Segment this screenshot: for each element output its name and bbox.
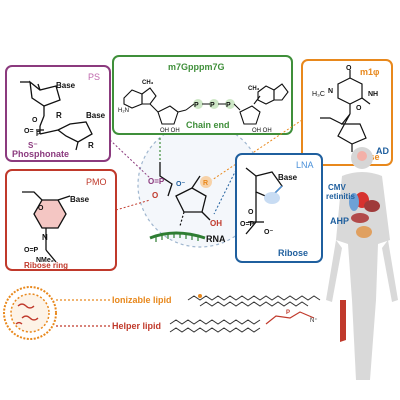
ps-panel: PS Base R O P O= S⁻ Base R Phosphonate <box>5 65 111 162</box>
pmo-n: N <box>42 233 48 242</box>
ps-sugar-bottom <box>56 121 93 151</box>
lnp-helper-label: Helper lipid <box>112 321 161 331</box>
svg-text:O=: O= <box>24 128 34 135</box>
svg-text:P: P <box>286 310 290 316</box>
svg-text:O: O <box>32 117 38 124</box>
svg-text:P: P <box>226 102 231 109</box>
cap-label: Chain end <box>186 120 230 130</box>
lna-tag: LNA <box>296 160 314 170</box>
core-nucleotide: O=P O O⁻ R OH <box>148 138 222 228</box>
svg-text:NH: NH <box>368 91 378 98</box>
lna-label: Ribose <box>278 248 308 258</box>
disease-cmv-line1: CMV <box>328 183 346 192</box>
ps-base-1: Base <box>56 81 76 90</box>
lungs-icon <box>349 193 359 211</box>
disease-ahp: AHP <box>330 216 349 226</box>
lnp-ionizable-label: Ionizable lipid <box>112 295 172 305</box>
m1psi-tag: m1φ <box>360 67 380 77</box>
svg-text:N⁺: N⁺ <box>310 317 318 324</box>
svg-text:P: P <box>194 102 199 109</box>
svg-text:O⁻: O⁻ <box>264 229 273 236</box>
cap-methyl: CH₃ <box>248 86 260 92</box>
connectors <box>109 119 303 215</box>
ps-tag: PS <box>88 72 100 82</box>
lipid-nanoparticle <box>3 286 57 340</box>
svg-text:O⁻: O⁻ <box>176 181 185 188</box>
lna-panel: LNA Base O O=P O⁻ Ribose <box>235 153 323 263</box>
core-r: R <box>203 180 208 187</box>
core-oh: OH <box>210 219 222 228</box>
svg-text:O: O <box>38 205 44 212</box>
brain-icon <box>357 151 367 161</box>
rna-strand: RNA <box>149 231 226 244</box>
disease-ad: AD <box>376 146 389 156</box>
svg-text:CH₃: CH₃ <box>142 80 154 86</box>
lna-base: Base <box>278 173 298 182</box>
ps-base-2: Base <box>86 111 106 120</box>
svg-text:O=P: O=P <box>24 247 39 254</box>
pmo-label: Ribose ring <box>24 261 68 270</box>
svg-text:N: N <box>328 88 333 95</box>
svg-text:R: R <box>88 141 94 150</box>
ps-sugar-top <box>20 80 61 107</box>
ps-label: Phosphonate <box>12 149 69 159</box>
pmo-nme2: NMe₂ <box>36 257 54 264</box>
cap-triphosphate: P P P <box>185 99 241 111</box>
svg-text:O: O <box>152 191 158 200</box>
pmo-panel: PMO Base O N O=P NMe₂ Ribose ring <box>5 169 117 271</box>
svg-text:O=P: O=P <box>240 221 255 228</box>
rna-label: RNA <box>206 234 226 244</box>
m1psi-methyl: H₃C <box>312 91 325 98</box>
svg-text:P: P <box>36 131 41 138</box>
disease-cmv-line2: retinitis <box>326 192 355 201</box>
svg-text:H₂N: H₂N <box>118 108 129 114</box>
pmo-base: Base <box>70 195 90 204</box>
svg-text:OH OH: OH OH <box>160 128 180 134</box>
cap-title: m7Gpppm7G <box>168 62 225 72</box>
pmo-tag: PMO <box>86 177 107 187</box>
svg-text:O: O <box>356 105 362 112</box>
liver-icon <box>351 213 369 223</box>
m1psi-panel: m1φ H₃C N O NH O Base <box>301 59 393 166</box>
svg-text:O: O <box>248 209 254 216</box>
svg-text:P: P <box>210 102 215 109</box>
body-torso <box>336 172 390 380</box>
helper-lipid-row: Helper lipid P N⁺ <box>56 310 318 333</box>
human-body <box>326 147 398 380</box>
svg-text:O=P: O=P <box>148 177 165 186</box>
cap-panel: m7Gpppm7G CH₃ H₂N OH OH P P P <box>112 55 293 135</box>
svg-text:OH OH: OH OH <box>252 128 272 134</box>
ps-r: R <box>56 111 62 120</box>
disease-cmv: CMV retinitis <box>326 183 355 201</box>
ps-sulfur: S⁻ <box>28 141 38 150</box>
svg-text:O: O <box>346 65 352 72</box>
ionizable-lipid-row: Ionizable lipid <box>56 294 321 307</box>
